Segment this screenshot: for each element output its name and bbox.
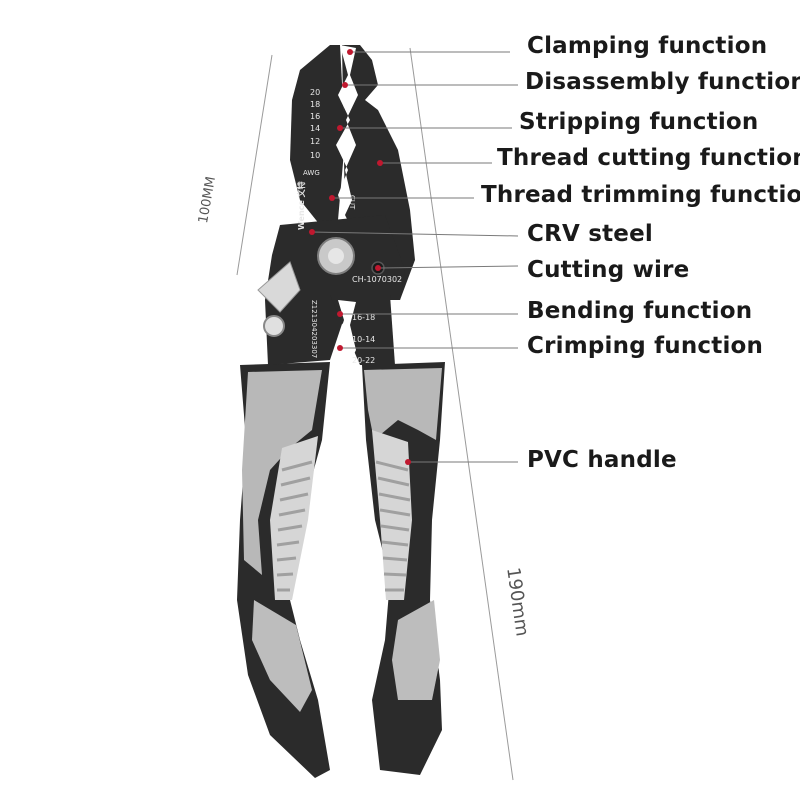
label-crv-steel: CRV steel bbox=[527, 221, 653, 247]
awg-size: 16 bbox=[310, 112, 320, 121]
crimp-size: 16-18 bbox=[352, 313, 375, 322]
length-dimension-line bbox=[409, 47, 514, 781]
label-clamping-function: Clamping function bbox=[527, 33, 768, 59]
pliers-head bbox=[257, 45, 415, 370]
brand-mark: Wence 文特 bbox=[296, 181, 306, 230]
awg-size: 20 bbox=[310, 88, 320, 97]
label-bending-function: Bending function bbox=[527, 298, 753, 324]
marker-dots bbox=[309, 49, 411, 465]
label-crimping-function: Crimping function bbox=[527, 333, 764, 359]
tool-markings: 20 18 16 14 12 10 AWG CUT Wence 文特 CH-10… bbox=[296, 88, 402, 365]
cut-label: CUT bbox=[348, 195, 356, 210]
serial-number: Z121304203307 bbox=[310, 300, 318, 358]
awg-size: 10 bbox=[310, 151, 320, 160]
leader-lines bbox=[311, 51, 519, 463]
label-stripping-function: Stripping function bbox=[519, 109, 759, 135]
crimp-size: 10-14 bbox=[352, 335, 375, 344]
label-cutting-wire: Cutting wire bbox=[527, 257, 690, 283]
model-number: CH-1070302 bbox=[352, 275, 402, 284]
right-handle bbox=[362, 362, 445, 775]
left-handle bbox=[237, 362, 330, 778]
crimp-size: 20-22 bbox=[352, 356, 375, 365]
width-dimension-line bbox=[236, 54, 273, 276]
label-disassembly-function: Disassembly function bbox=[525, 69, 800, 95]
awg-label: AWG bbox=[303, 169, 320, 177]
awg-size: 12 bbox=[310, 137, 320, 146]
awg-size: 14 bbox=[310, 124, 320, 133]
awg-size: 18 bbox=[310, 100, 320, 109]
label-pvc-handle: PVC handle bbox=[527, 447, 677, 473]
label-thread-trimming-function: Thread trimming function bbox=[481, 182, 800, 208]
label-thread-cutting-function: Thread cutting function bbox=[497, 145, 800, 171]
